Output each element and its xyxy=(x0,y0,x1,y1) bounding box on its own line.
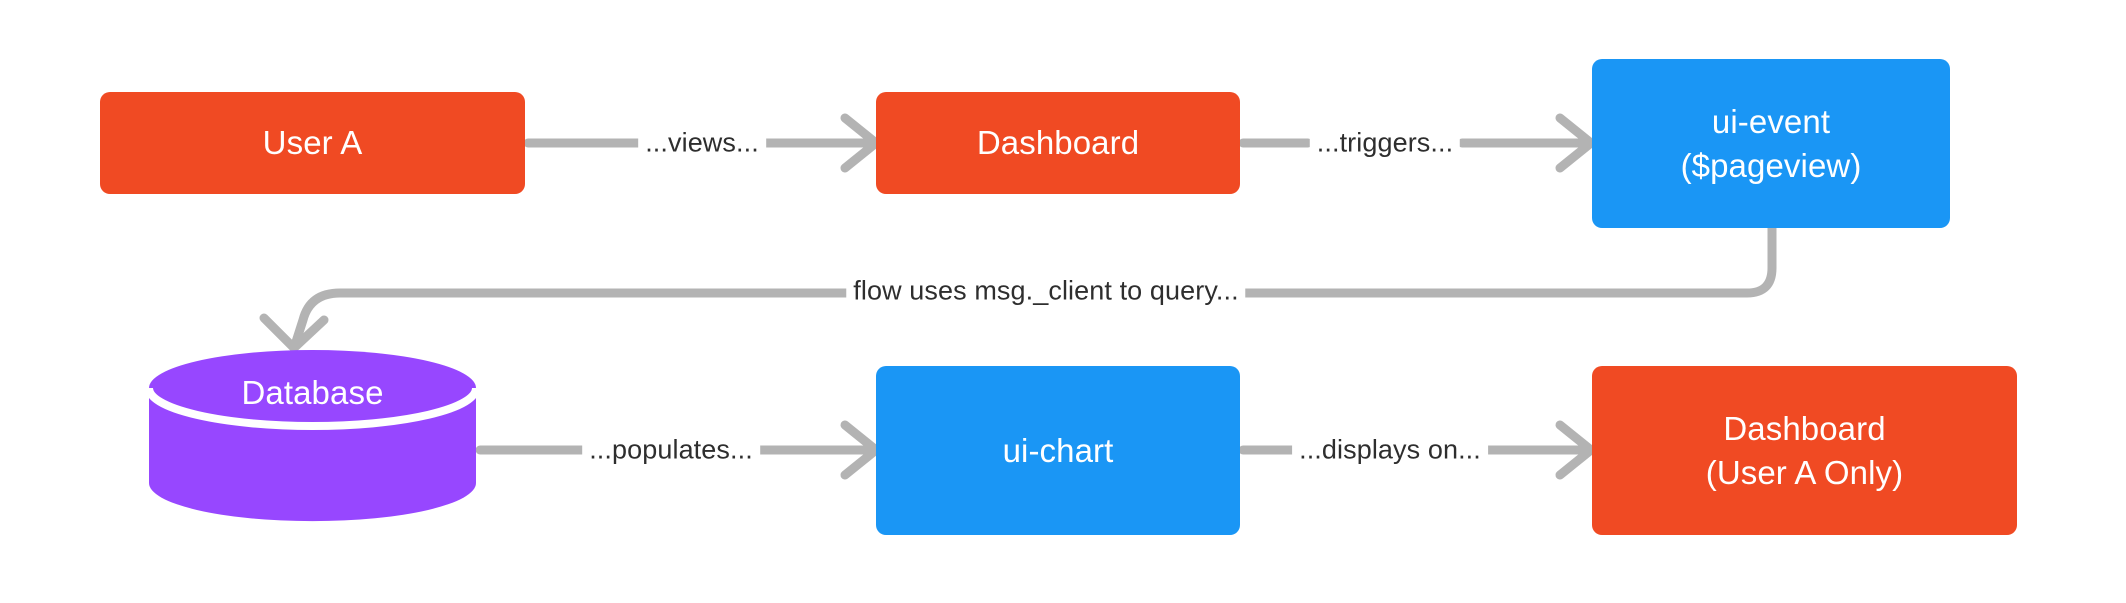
node-dashboard-top-label: Dashboard xyxy=(976,124,1140,162)
edge-label-query: flow uses msg._client to query... xyxy=(846,275,1246,307)
edge-displays-arrowhead-icon xyxy=(1555,420,1596,480)
edge-label-triggers: ...triggers... xyxy=(1309,127,1461,159)
edge-triggers-arrowhead-icon xyxy=(1555,113,1596,173)
edge-query-arrowhead-icon xyxy=(259,313,329,353)
edge-populates-arrowhead-icon xyxy=(840,420,881,480)
edge-views-arrowhead-icon xyxy=(840,113,881,173)
edge-query-segment-left xyxy=(290,288,860,350)
node-database[interactable]: Database xyxy=(145,348,480,523)
database-cylinder-icon xyxy=(145,350,480,522)
node-ui-event[interactable]: ui-event ($pageview) xyxy=(1592,59,1950,228)
node-dashboard-bottom-label: Dashboard xyxy=(1723,409,1886,447)
node-ui-chart[interactable]: ui-chart xyxy=(876,366,1240,535)
node-ui-chart-label: ui-chart xyxy=(1002,431,1114,469)
node-ui-event-label: ui-event xyxy=(1711,102,1831,140)
node-user-a[interactable]: User A xyxy=(100,92,525,194)
node-user-a-label: User A xyxy=(262,124,363,162)
edge-query-segment-right xyxy=(1232,223,1777,298)
node-dashboard-bottom[interactable]: Dashboard (User A Only) xyxy=(1592,366,2017,535)
edge-label-populates: ...populates... xyxy=(582,434,760,466)
edge-label-views: ...views... xyxy=(638,127,766,159)
node-ui-event-sublabel: ($pageview) xyxy=(1680,146,1862,184)
node-dashboard-bottom-sublabel: (User A Only) xyxy=(1705,453,1904,491)
edge-label-displays-on: ...displays on... xyxy=(1292,434,1488,466)
node-dashboard-top[interactable]: Dashboard xyxy=(876,92,1240,194)
